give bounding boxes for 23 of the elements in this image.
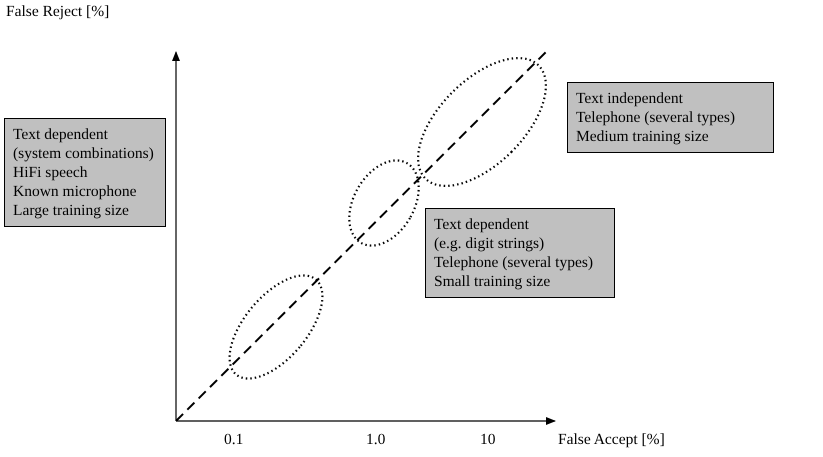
box-text: Medium training size	[576, 127, 710, 146]
box-text: (e.g. digit strings)	[434, 234, 546, 253]
text-box	[4, 118, 166, 227]
axis-title: False Reject [%]	[6, 3, 110, 21]
box-text: Text dependent	[13, 125, 109, 144]
box-text: Text independent	[576, 89, 684, 108]
box-text: Text dependent	[434, 215, 530, 234]
box-text: Small training size	[434, 272, 552, 291]
box-text: Telephone (several types)	[576, 108, 736, 127]
tick-label: 1.0	[366, 431, 386, 449]
box-text: HiFi speech	[13, 163, 88, 182]
box-text: Large training size	[13, 201, 130, 220]
tick-label: 10	[480, 431, 496, 449]
dotted-ellipse	[228, 274, 324, 380]
text-box	[567, 82, 774, 153]
dotted-ellipse	[348, 159, 420, 247]
box-text: Telephone (several types)	[434, 253, 594, 272]
dotted-ellipse	[417, 57, 547, 187]
box-text: (system combinations)	[13, 144, 155, 163]
tick-label: 0.1	[224, 431, 244, 449]
axis-title: False Accept [%]	[558, 431, 665, 449]
box-text: Known microphone	[13, 182, 138, 201]
text-box	[425, 208, 615, 298]
